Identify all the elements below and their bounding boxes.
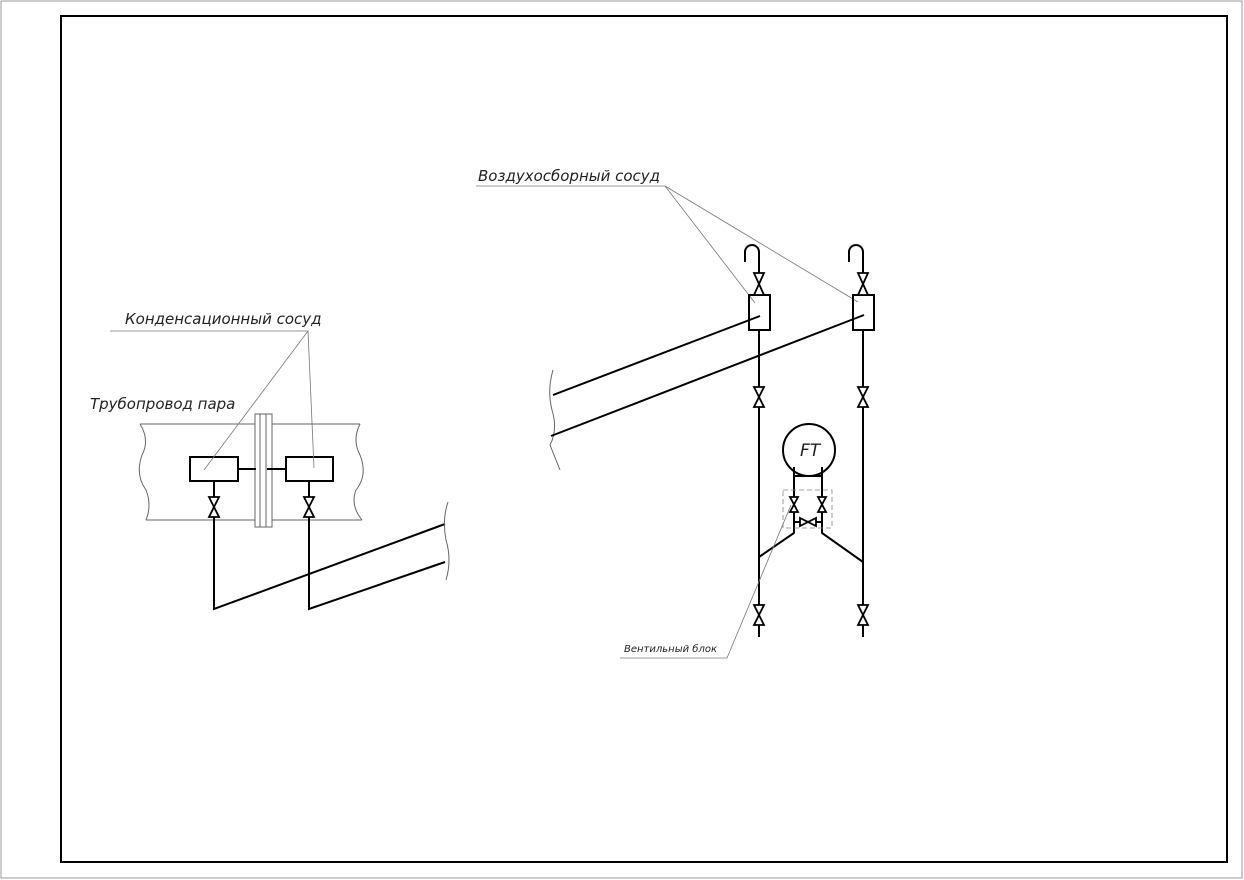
impulse-line-1 <box>213 481 446 611</box>
pipe-break-left <box>138 423 150 521</box>
valve-icon <box>816 496 828 513</box>
label-condensation-vessel: Конденсационный сосуд <box>125 310 322 328</box>
valve-icon <box>752 386 766 408</box>
valve-icon <box>752 604 766 626</box>
impulse-line-plus <box>552 315 761 396</box>
air-vessel-2 <box>852 294 875 331</box>
valve-icon <box>788 496 800 513</box>
vent-hook-2 <box>848 244 864 273</box>
label-air-collection-vessel: Воздухосборный сосуд <box>478 167 660 185</box>
valve-icon <box>207 496 221 518</box>
transmitter-manifold-lines <box>758 467 864 563</box>
condensation-vessel-1 <box>189 456 239 482</box>
label-steam-pipeline: Трубопровод пара <box>90 395 235 413</box>
valve-icon <box>752 272 766 296</box>
impulse-line-minus <box>550 314 865 437</box>
valve-icon <box>302 496 316 518</box>
valves <box>207 272 870 626</box>
leader-valve-block <box>620 504 792 659</box>
label-valve-block: Вентильный блок <box>624 643 717 655</box>
valve-icon <box>799 516 817 528</box>
flow-transmitter-label: FT <box>800 441 822 461</box>
impulse-line-2 <box>308 481 446 611</box>
air-vessel-1 <box>748 294 771 331</box>
pipe-break-right <box>353 423 364 521</box>
steam-pipeline <box>138 413 364 528</box>
leader-air-collection-vessel <box>476 185 859 304</box>
valve-icon <box>856 604 870 626</box>
valve-icon <box>856 272 870 296</box>
flange <box>254 413 273 528</box>
line-break-right <box>549 369 561 471</box>
leader-condensation-vessel <box>110 330 315 471</box>
vent-hook-1 <box>744 244 760 273</box>
sheet-frame <box>60 15 1228 863</box>
valve-block-outline <box>782 489 833 529</box>
valve-icon <box>856 386 870 408</box>
line-break-left <box>443 501 450 581</box>
condensation-vessel-2 <box>285 456 334 482</box>
